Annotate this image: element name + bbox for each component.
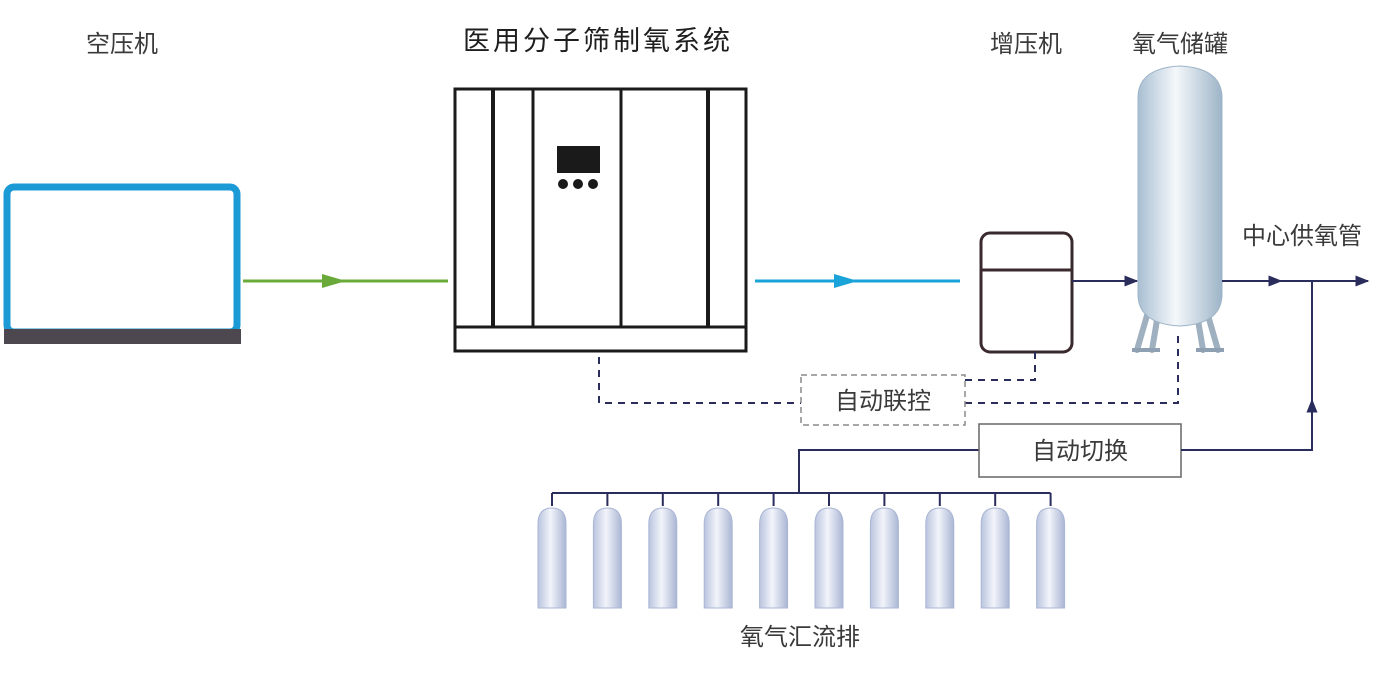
air-arrow-icon [322, 274, 346, 288]
auto-control-dashed-lines [598, 330, 1179, 404]
oxygen-cylinder-icon [703, 507, 733, 609]
auto-link-box [800, 374, 966, 426]
auto-switch-box [978, 423, 1182, 478]
oxygen-cylinder-icon [648, 507, 678, 609]
manifold-label: 氧气汇流排 [740, 623, 860, 651]
auto-switch-label: 自动切换 [1032, 437, 1128, 465]
air-compressor-label: 空压机 [86, 30, 158, 58]
auto-link-label: 自动联控 [835, 387, 931, 415]
oxygen-cylinder-icon [537, 507, 567, 609]
oxygen-cylinder-icon [814, 507, 844, 609]
storage-tank-label: 氧气储罐 [1132, 30, 1228, 58]
oxygen-cylinder-icon [925, 507, 955, 609]
central-pipe-label: 中心供氧管 [1242, 222, 1362, 250]
oxygen-cylinder-icon [759, 507, 789, 609]
air-compressor-icon [3, 183, 241, 344]
switch-to-pipe-line [1181, 398, 1318, 451]
booster-icon [979, 231, 1074, 354]
oxygen-manifold [537, 492, 1066, 609]
storage-tank-icon [1132, 65, 1224, 353]
oxygen-cylinder-icon [1036, 507, 1066, 609]
oxygen-cylinder-icon [980, 507, 1010, 609]
booster-label: 增压机 [990, 30, 1062, 58]
psa-system-label: 医用分子筛制氧系统 [463, 26, 733, 57]
psa-cabinet-icon [453, 87, 748, 353]
oxygen-cylinder-icon [869, 507, 899, 609]
oxygen-cylinder-icon [592, 507, 622, 609]
manifold-to-switch-line [798, 449, 979, 493]
oxygen-arrow-icon [834, 274, 858, 288]
